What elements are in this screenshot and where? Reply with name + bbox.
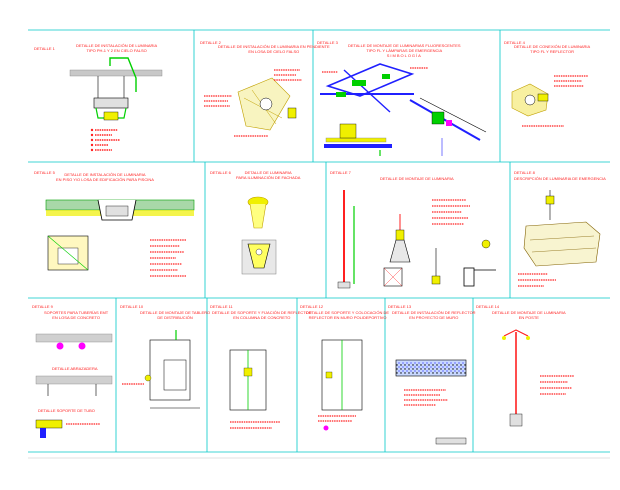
detail-label: DETALLE 11 [210,304,233,309]
detail-title-line: EN LOSA DE CONCRETO [52,315,100,320]
detail-subtitle: SIMBOLOGÍA [386,53,422,58]
detail-title-line: REFLECTOR EN MURO POLIDEPORTIVO [308,315,387,320]
detail-title: DETALLE DE INSTALACIÓN DE LUMINARIA EN P… [218,44,330,54]
detail-13-drawing [395,359,467,445]
detail-title: DETALLE DE MONTAJE DE LUMINARIA EN POSTE [492,310,566,320]
detail-11-drawing [229,349,280,429]
sheet-grid [28,29,610,459]
detail-label: DETALLE 4 [504,40,525,45]
detail-title-line: DETALLE DE MONTAJE DE LUMINARIAS FLUORES… [348,43,461,48]
detail-label: DETALLE 12 [300,304,324,309]
detail-14-drawing [502,329,574,427]
detail-label: DETALLE 1 [34,46,55,51]
detail-title-line: DETALLE DE LUMINARIA [244,170,292,175]
detail-title: DETALLE DE INSTALACIÓN DE REFLECTOR EN P… [392,310,476,320]
detail-title-line: EN COLUMNA DE CONCRETO [233,315,291,320]
detail-title-line: DETALLE DE MONTAJE DE TABLERO [140,310,211,315]
detail-title-line: DETALLE DE SOPORTE Y FIJACIÓN DE REFLECT… [212,310,312,315]
detail-title: DETALLE DE SOPORTE Y FIJACIÓN DE REFLECT… [212,310,312,320]
detail-label: DETALLE 10 [120,304,144,309]
detail-title: DETALLE DE INSTALACIÓN DE LUMINARIA EN P… [56,172,154,182]
detail-5-drawing [45,199,195,277]
detail-title: DETALLE DE MONTAJE DE TABLERO DE DISTRIB… [140,310,210,320]
detail-title-line: EN LOSA DE CIELO FALSO [248,49,300,54]
detail-12-drawing [318,339,363,431]
detail-title-line: DETALLE DE MONTAJE DE LUMINARIA [380,176,454,181]
detail-title: DETALLE DE MONTAJE DE LUMINARIAS FLUORES… [348,43,461,58]
detail-label: DETALLE 13 [388,304,412,309]
detail-1-drawing [69,57,163,152]
detail-3-drawing [320,63,487,156]
detail-2-drawing [204,69,302,137]
detail-title-line: TIPO FL Y REFLECTOR [530,49,575,54]
detail-title-line: TIPO FL Y LÁMPARAS DE EMERGENCIA [366,48,443,53]
detail-title-line: DETALLE DE INSTALACIÓN DE LUMINARIA [76,43,158,48]
detail-title-line: DETALLE DE SOPORTE Y COLOCACIÓN DE [306,310,390,315]
detail-label: DETALLE 8 [514,170,535,175]
detail-6-drawing [241,196,277,275]
detail-title-line: SOPORTES PARA TUBERÍAS EMT [44,310,109,315]
detail-7-drawing [337,190,496,289]
detail-label: DETALLE 3 [317,40,338,45]
detail-8-drawing [518,190,601,287]
detail-title-line: EN PROYECTO DE MURO [409,315,459,320]
detail-title: DETALLE DE CONEXIÓN DE LUMINARIA TIPO FL… [514,44,590,54]
detail-title-line: DE DISTRIBUCIÓN [157,315,193,320]
detail-label: DETALLE 5 [34,170,55,175]
detail-title-line: DETALLE DE INSTALACIÓN DE LUMINARIA EN P… [218,44,330,49]
detail-label: DETALLE 14 [476,304,500,309]
detail-title: DETALLE DE MONTAJE DE LUMINARIA [380,176,454,181]
detail-4-drawing [511,75,588,127]
detail-title: SOPORTES PARA TUBERÍAS EMT EN LOSA DE CO… [44,310,108,320]
detail-title-line: TIPO PH-1 Y 2 EN CIELO FALSO [86,48,147,53]
note-text: DETALLE ABRAZADERA [52,366,98,371]
detail-label: DETALLE 7 [330,170,351,175]
note-text: DETALLE SOPORTE DE TUBO [38,408,95,413]
detail-title-line: DETALLE DE MONTAJE DE LUMINARIA [492,310,566,315]
detail-title-line: PARA ILUMINACIÓN DE FACHADA [236,175,301,180]
detail-title: DETALLE DE INSTALACIÓN DE LUMINARIA TIPO… [76,43,157,53]
detail-label: DETALLE 6 [210,170,231,175]
detail-title: DETALLE DE LUMINARIA PARA ILUMINACIÓN DE… [236,170,300,180]
detail-10-drawing [122,330,200,409]
detail-title-line: DESCRIPCIÓN DE LUMINARIA DE EMERGENCIA [514,176,606,181]
detail-title-line: DETALLE DE CONEXIÓN DE LUMINARIA [514,44,591,49]
detail-label: DETALLE 2 [200,40,221,45]
detail-title-line: DETALLE DE INSTALACIÓN DE LUMINARIA [64,172,146,177]
detail-title-line: EN PISO Y/O LOSA DE EDIFICACIÓN PARA PIS… [56,177,154,182]
detail-title: DESCRIPCIÓN DE LUMINARIA DE EMERGENCIA [514,176,606,181]
detail-label: DETALLE 9 [32,304,53,309]
detail-title-line: DETALLE DE INSTALACIÓN DE REFLECTOR [392,310,476,315]
detail-9-drawing [35,333,113,438]
detail-title: DETALLE DE SOPORTE Y COLOCACIÓN DE REFLE… [306,310,389,320]
detail-title-line: EN POSTE [518,315,539,320]
